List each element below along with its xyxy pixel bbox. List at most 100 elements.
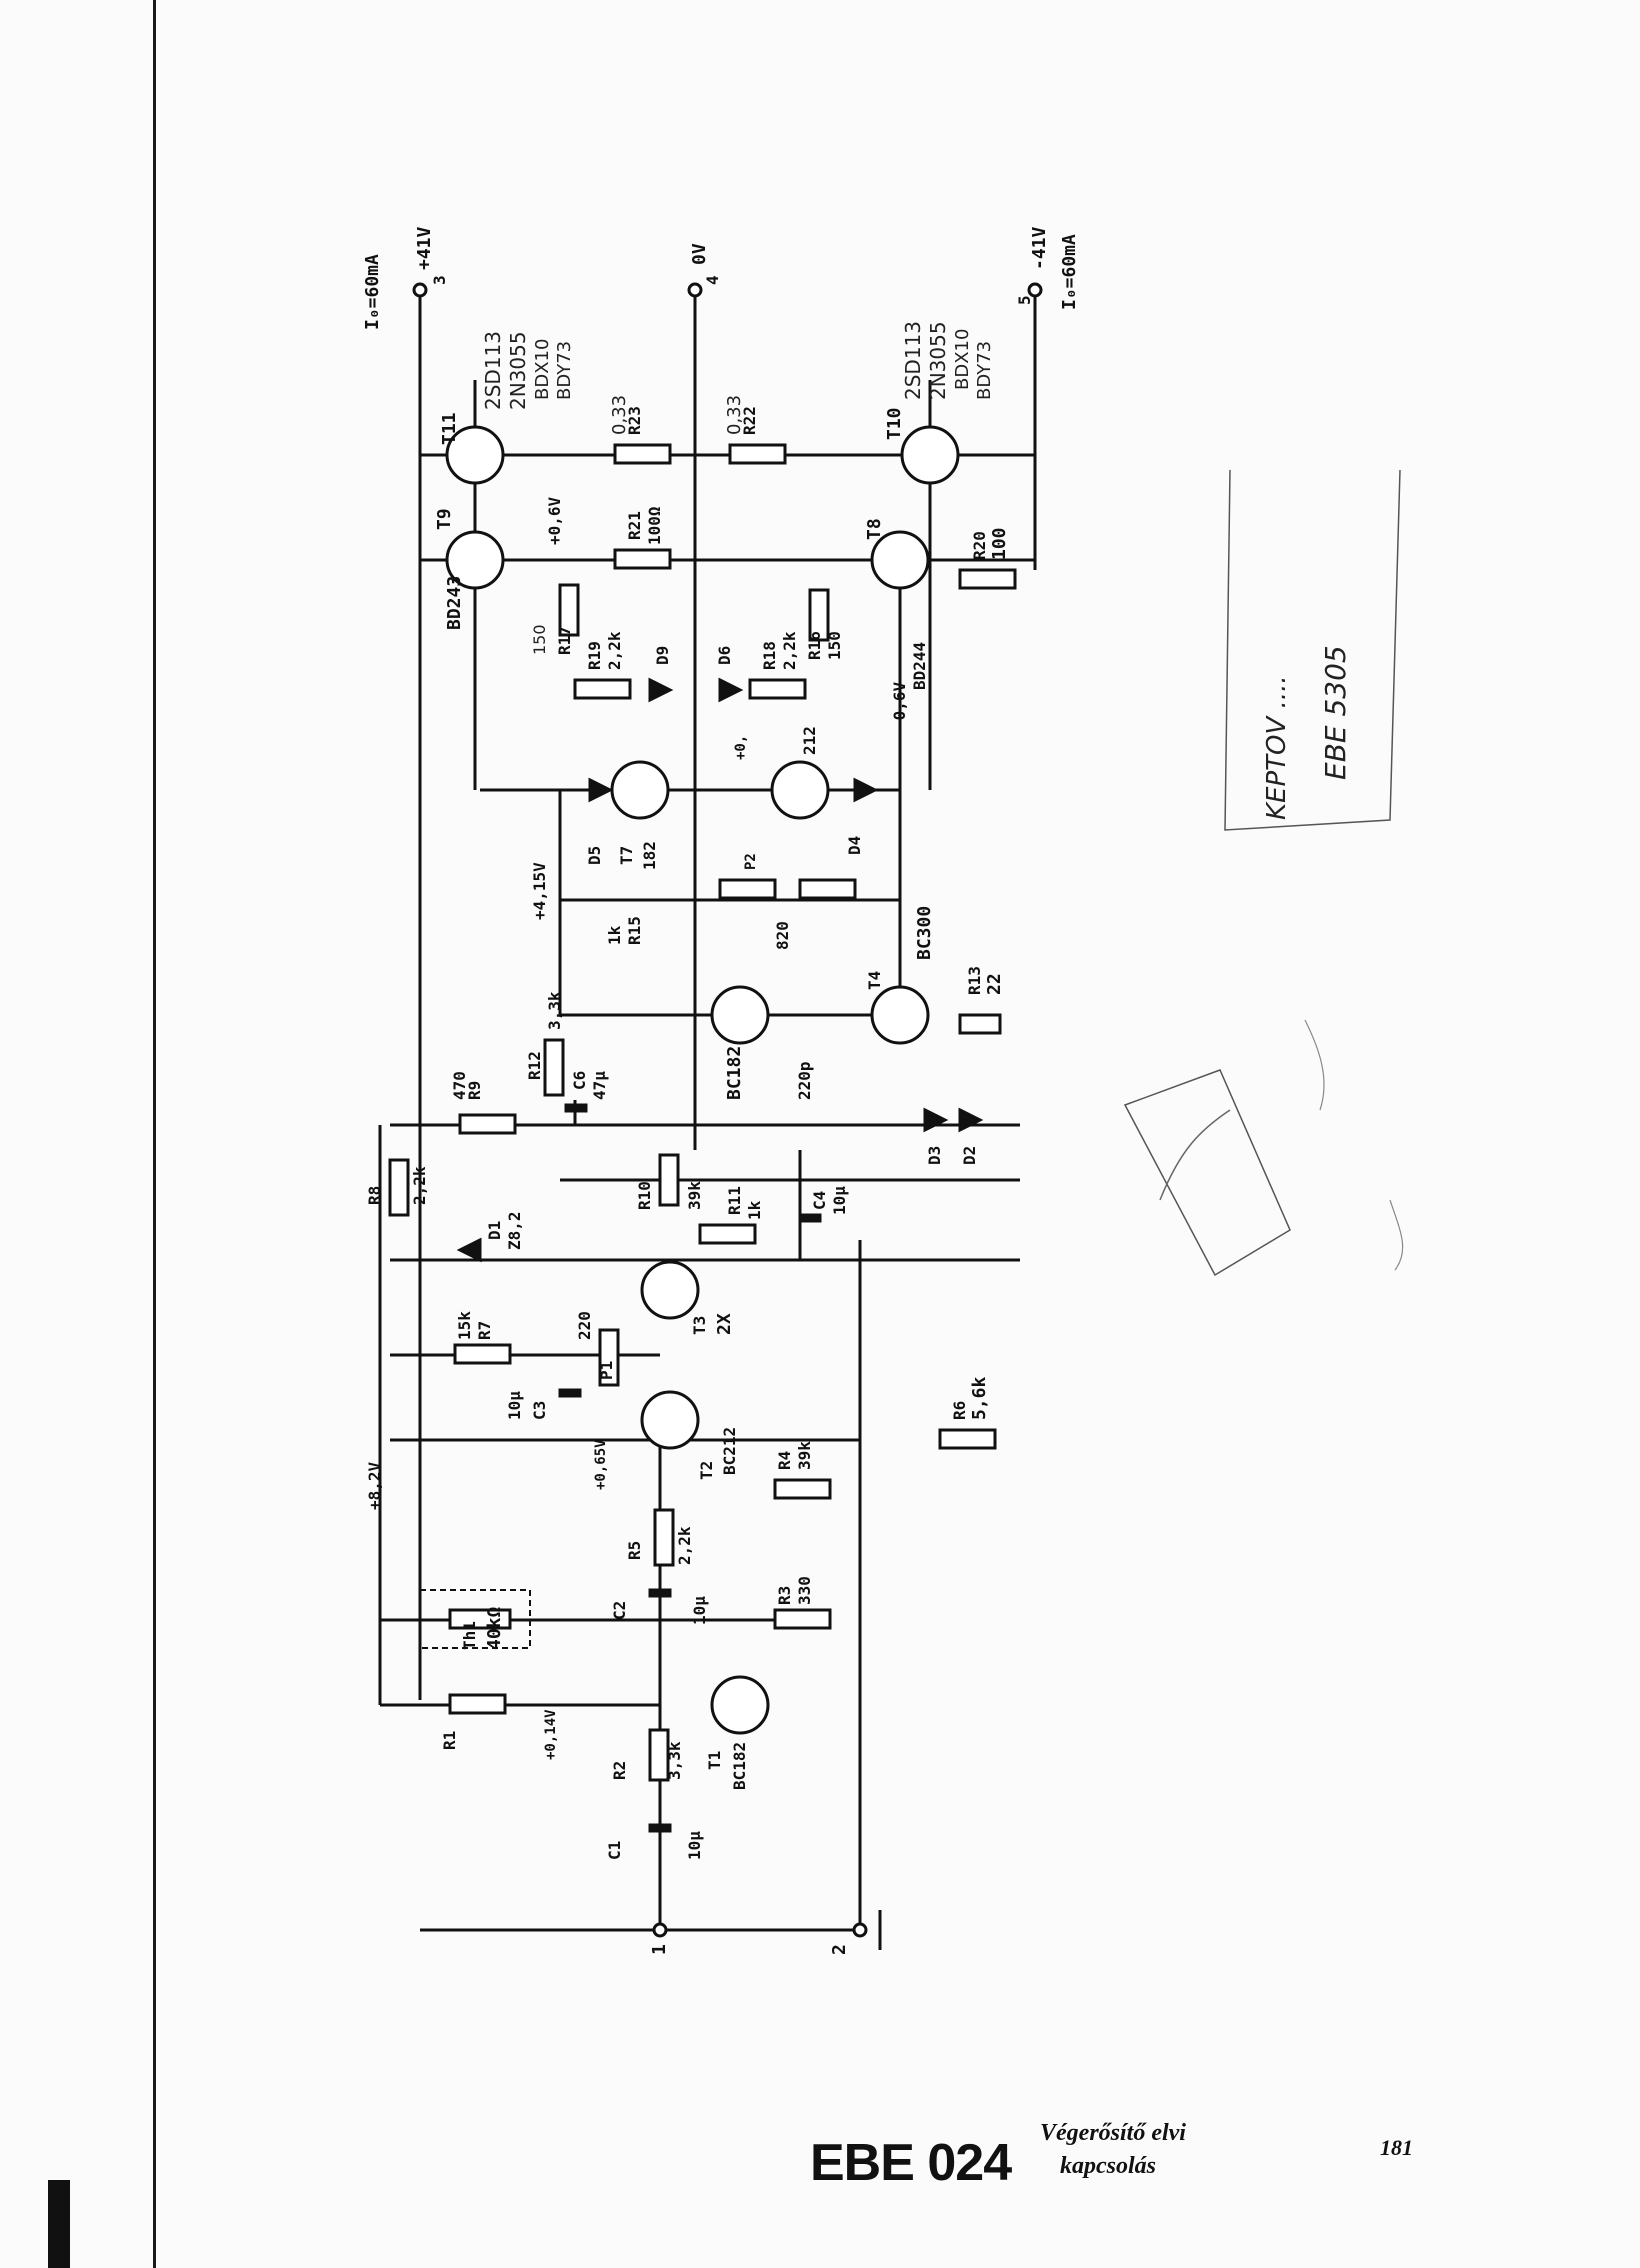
label-t10-type-3: BDX10 (952, 329, 973, 390)
scan-edge-line (153, 0, 156, 2268)
label-d3: D3 (925, 1146, 944, 1165)
label-d4: D4 (845, 836, 864, 855)
label-r17-val: 150 (530, 624, 549, 655)
label-c6: C6 (570, 1071, 589, 1090)
handwritten-note-1: KEPTOV .... (1262, 675, 1292, 820)
capacitor-c6 (564, 1103, 588, 1113)
label-r11-val: 1k (745, 1200, 764, 1220)
label-r10-val: 39k (685, 1181, 704, 1210)
transistor-t2 (640, 1390, 700, 1450)
label-c3: C3 (530, 1401, 549, 1420)
transistor-t1 (710, 1675, 770, 1735)
label-io-bottom: I₀=60mA (1059, 234, 1080, 310)
label-r7-val: 15k (455, 1311, 474, 1340)
label-r4: R4 (775, 1451, 794, 1470)
label-c5-val: 220p (795, 1061, 814, 1100)
label-v-415: +4,15V (530, 862, 549, 920)
label-r22-val: 0,33 (724, 395, 745, 435)
transistor-t5 (710, 985, 770, 1045)
title-block: EBE 024 Végerősítő elvi kapcsolás 181 (810, 2115, 1510, 2195)
resistor-r2 (648, 1728, 670, 1782)
resistor-r10 (658, 1153, 680, 1207)
page-number: 181 (1380, 2135, 1413, 2160)
label-r7: R7 (475, 1321, 494, 1340)
resistor-symbols (388, 443, 1017, 1782)
label-d5: D5 (585, 846, 604, 865)
transistor-t6 (770, 760, 830, 820)
transistor-t9 (445, 530, 505, 590)
label-terminal-5: 5 (1015, 295, 1034, 305)
label-c2-val: 10μ (690, 1596, 709, 1625)
label-r12: R12 (525, 1051, 544, 1080)
resistor-r15-p2 (718, 878, 777, 900)
label-d9: D9 (653, 646, 672, 665)
label-v-014: +0,14V (543, 1709, 559, 1760)
label-r1: R1 (440, 1731, 459, 1750)
label-r5-val: 2,2k (675, 1526, 694, 1565)
resistor-r20 (958, 568, 1017, 590)
label-t11-type-4: BDY73 (554, 341, 575, 400)
label-plus41: +41V (414, 226, 435, 270)
diode-d9 (648, 677, 674, 703)
label-t11-type-3: BDX10 (532, 339, 553, 400)
label-minus41: -41V (1029, 226, 1050, 270)
label-r5: R5 (625, 1541, 644, 1560)
label-t11: T11 (439, 412, 460, 445)
capacitor-c4 (798, 1213, 822, 1223)
label-v-t6: +0, (733, 735, 749, 760)
resistor-r8 (388, 1158, 410, 1217)
label-io-top: I₀=60mA (362, 254, 383, 330)
resistor-r6 (938, 1428, 997, 1450)
scan-edge-mark (48, 2180, 70, 2268)
label-r10: R10 (635, 1181, 654, 1210)
label-r3: R3 (775, 1586, 794, 1605)
label-r21: R21 (625, 511, 644, 540)
resistor-r9 (458, 1113, 517, 1135)
label-c2: C2 (610, 1601, 629, 1620)
label-c1: C1 (605, 1841, 624, 1860)
resistor-r4 (773, 1478, 832, 1500)
label-t11-type-2: 2N3055 (506, 331, 530, 410)
label-c6-val: 47μ (590, 1071, 609, 1100)
label-c4-val: 10μ (830, 1186, 849, 1215)
label-r2: R2 (610, 1761, 629, 1780)
label-t5-type: BC182 (724, 1046, 745, 1100)
label-terminal-4: 4 (703, 275, 722, 285)
label-d6: D6 (715, 646, 734, 665)
diode-d4 (853, 777, 879, 803)
label-t6-type: 212 (800, 726, 819, 755)
label-r15: R15 (625, 916, 644, 945)
label-th1-val: 40kΩ (484, 1606, 505, 1650)
diode-d5 (588, 777, 614, 803)
label-t2-type: BC212 (720, 1427, 739, 1475)
label-t1-type: BC182 (730, 1742, 749, 1790)
label-terminal-1: 1 (649, 1944, 670, 1955)
label-r18-val: 2,2k (780, 631, 799, 670)
label-t8: T8 (864, 518, 885, 540)
resistor-r22 (728, 443, 787, 465)
label-t3-type: 2X (714, 1313, 735, 1335)
label-t3: T3 (690, 1316, 709, 1335)
label-r18: R18 (760, 641, 779, 670)
label-t7-type: 182 (640, 841, 659, 870)
label-v-82: +8,2V (365, 1461, 384, 1510)
capacitor-symbols (558, 1100, 822, 1833)
label-p1: P1 (597, 1361, 616, 1380)
resistor-r5 (653, 1508, 675, 1567)
label-t1: T1 (705, 1751, 724, 1770)
document-description-line-2: kapcsolás (1060, 2153, 1156, 2179)
resistor-r21 (613, 548, 672, 570)
label-r23: R23 (625, 406, 644, 435)
potentiometer-p1 (598, 1328, 620, 1387)
transistor-t8 (870, 530, 930, 590)
resistor-r7 (453, 1343, 512, 1365)
label-r6-val: 5,6k (969, 1376, 990, 1420)
supply-rails (378, 290, 1037, 1932)
label-r9: R9 (465, 1081, 484, 1100)
label-r16: R16 (805, 631, 824, 660)
label-r16-val: 150 (825, 631, 844, 660)
label-t10: T10 (884, 407, 905, 440)
label-t8-type: BD244 (910, 642, 929, 690)
label-r2-val: 3,3k (665, 1741, 684, 1780)
